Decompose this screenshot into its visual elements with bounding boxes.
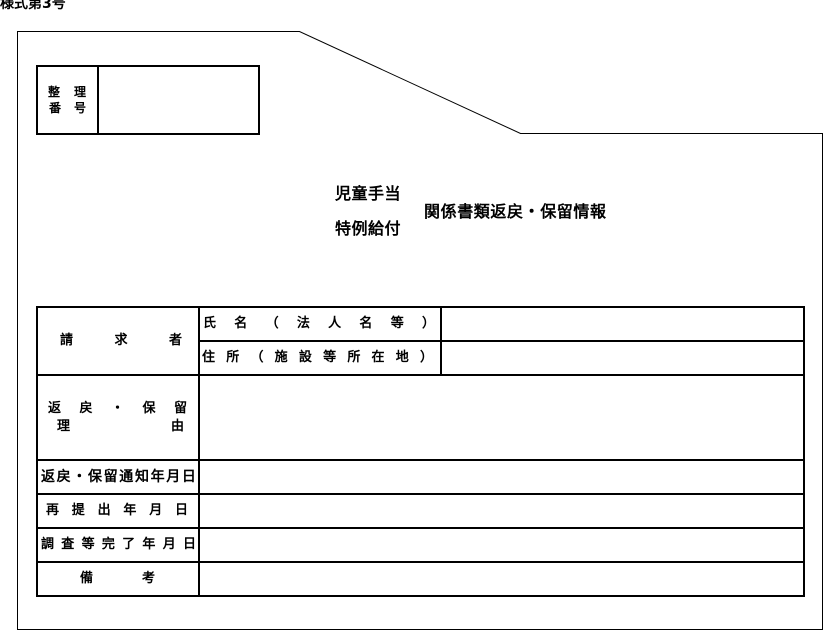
label-char: 完 bbox=[101, 537, 115, 552]
label-char: 番 bbox=[49, 101, 62, 115]
address-label-cell: 住所（施設等所在地） bbox=[198, 340, 442, 376]
label-char: 月 bbox=[149, 503, 163, 518]
label-char: 年 bbox=[142, 537, 156, 552]
title-main: 関係書類返戻・保留情報 bbox=[424, 202, 607, 221]
label-char: 備 bbox=[80, 571, 94, 586]
label-char: 保 bbox=[142, 400, 156, 416]
label-char: 通 bbox=[119, 469, 134, 485]
label-char: 設 bbox=[298, 350, 312, 365]
label-char: 住 bbox=[202, 350, 216, 365]
address-value-cell bbox=[440, 340, 805, 376]
label-char: 求 bbox=[114, 333, 128, 348]
name-value-cell bbox=[440, 306, 805, 342]
reason-value-cell bbox=[198, 374, 805, 461]
label-char: 法 bbox=[296, 316, 310, 331]
label-char: 出 bbox=[97, 503, 111, 518]
resubmit-date-value-cell bbox=[198, 493, 805, 529]
label-char: 人 bbox=[328, 316, 342, 331]
control-number-label-line2: 番号 bbox=[49, 100, 86, 116]
label-char: 留 bbox=[103, 469, 118, 485]
form-outline-path bbox=[17, 31, 823, 630]
label-char: 日 bbox=[174, 503, 188, 518]
remarks-label: 備考 bbox=[80, 572, 155, 586]
label-char: 年 bbox=[150, 469, 165, 485]
label-char: 月 bbox=[166, 469, 181, 485]
label-char: 者 bbox=[168, 333, 182, 348]
label-char: 由 bbox=[170, 418, 184, 434]
label-char: （ bbox=[250, 350, 264, 365]
label-char: 留 bbox=[173, 400, 187, 416]
form-number: 様式第3号 bbox=[0, 0, 66, 12]
label-char: 保 bbox=[87, 469, 102, 485]
reason-label-cell: 返戻・保留 理由 bbox=[36, 374, 200, 461]
label-char: ） bbox=[421, 316, 435, 331]
label-char: 戻 bbox=[79, 400, 93, 416]
label-char: 施 bbox=[274, 350, 288, 365]
label-char: ・ bbox=[110, 400, 124, 416]
title-line2: 特例給付 bbox=[335, 219, 402, 238]
label-char: 名 bbox=[359, 316, 373, 331]
name-label: 氏 名 （ 法 人 名 等 ） bbox=[203, 317, 435, 331]
label-char: 考 bbox=[141, 571, 155, 586]
control-number-label-cell: 整理 番号 bbox=[36, 65, 99, 135]
label-char: 所 bbox=[226, 350, 240, 365]
label-char: 在 bbox=[371, 350, 385, 365]
address-label: 住所（施設等所在地） bbox=[202, 351, 433, 365]
control-number-value-cell bbox=[97, 65, 260, 135]
claimant-label: 請求者 bbox=[60, 334, 182, 348]
label-char: 日 bbox=[182, 537, 196, 552]
claimant-label-cell: 請求者 bbox=[36, 306, 200, 376]
label-char: 提 bbox=[71, 503, 85, 518]
label-char: 請 bbox=[60, 333, 74, 348]
survey-date-label-cell: 調査等完了年月日 bbox=[36, 527, 200, 563]
remarks-value-cell bbox=[198, 561, 805, 597]
notice-date-label-cell: 返戻・保留通知年月日 bbox=[36, 459, 200, 495]
control-number-label-line1: 整理 bbox=[48, 84, 86, 100]
remarks-label-cell: 備考 bbox=[36, 561, 200, 597]
label-char: 地 bbox=[395, 350, 409, 365]
label-char: （ bbox=[265, 316, 279, 331]
label-char: 知 bbox=[134, 469, 149, 485]
notice-date-value-cell bbox=[198, 459, 805, 495]
label-char: 月 bbox=[162, 537, 176, 552]
label-char: 整 bbox=[48, 85, 61, 99]
survey-date-label: 調査等完了年月日 bbox=[41, 538, 196, 552]
label-char: 所 bbox=[347, 350, 361, 365]
survey-date-value-cell bbox=[198, 527, 805, 563]
label-char: ） bbox=[419, 350, 433, 365]
notice-date-label: 返戻・保留通知年月日 bbox=[41, 470, 196, 484]
label-char: 理 bbox=[73, 85, 86, 99]
label-char: 了 bbox=[122, 537, 136, 552]
label-char: 等 bbox=[323, 350, 337, 365]
label-char: 返 bbox=[48, 400, 62, 416]
resubmit-date-label-cell: 再提出年月日 bbox=[36, 493, 200, 529]
label-char: 理 bbox=[57, 418, 71, 434]
reason-label-line2: 理由 bbox=[57, 418, 184, 436]
label-char: 戻 bbox=[56, 469, 71, 485]
name-label-cell: 氏 名 （ 法 人 名 等 ） bbox=[198, 306, 442, 342]
label-char: 再 bbox=[46, 503, 60, 518]
label-char: 名 bbox=[234, 316, 248, 331]
label-char: 年 bbox=[123, 503, 137, 518]
label-char: 査 bbox=[61, 537, 75, 552]
label-char: 調 bbox=[41, 537, 55, 552]
label-char: 等 bbox=[390, 316, 404, 331]
title-line1: 児童手当 bbox=[335, 184, 402, 203]
label-char: 等 bbox=[81, 537, 95, 552]
resubmit-date-label: 再提出年月日 bbox=[46, 504, 188, 518]
label-char: ・ bbox=[72, 469, 87, 485]
label-char: 氏 bbox=[203, 316, 217, 331]
reason-label-line1: 返 戻 ・ 保 留 bbox=[48, 400, 187, 418]
control-number-label: 整理 番号 bbox=[38, 84, 97, 116]
label-char: 号 bbox=[73, 101, 86, 115]
label-char: 日 bbox=[181, 469, 196, 485]
label-char: 返 bbox=[41, 469, 55, 485]
reason-label: 返戻・保留 理由 bbox=[38, 400, 198, 436]
